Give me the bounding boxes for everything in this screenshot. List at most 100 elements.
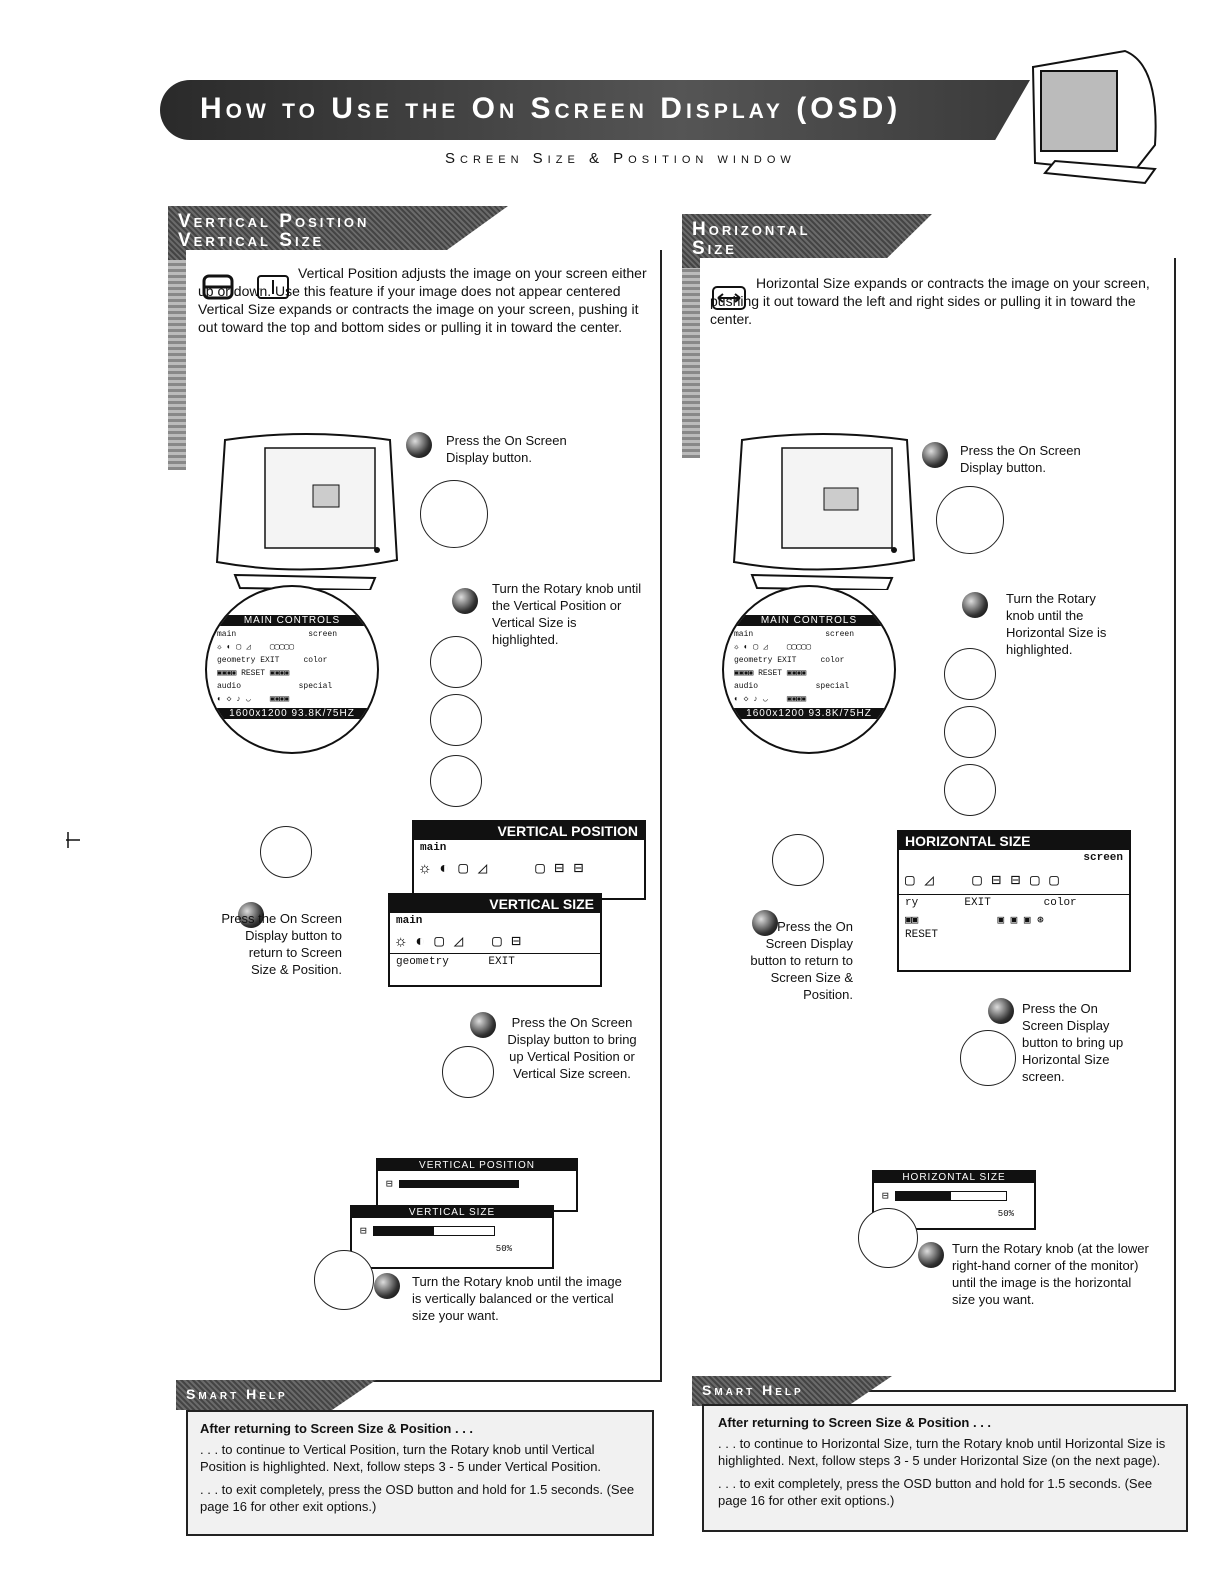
osd-geometry-label: geometry: [396, 956, 449, 968]
tab-line-2: Vertical Size: [178, 230, 325, 251]
page-title: How to Use the On Screen Display (OSD): [200, 92, 902, 125]
osd-title-hsize: HORIZONTAL SIZE: [899, 832, 1129, 850]
left-intro: Vertical Position adjusts the image on y…: [198, 265, 647, 335]
slider-horizontal-size: HORIZONTAL SIZE ⊟ 50%: [872, 1170, 1036, 1230]
mini-reset: RESET: [241, 669, 266, 678]
page-subtitle: Screen Size & Position window: [445, 150, 796, 167]
right-mini-osd-lens: MAIN CONTROLS main screen ☼ ◐ ▢ ◿ ▢▢▢▢▢ …: [722, 585, 896, 754]
horizontal-size-icon: [712, 286, 746, 310]
left-monitor: [205, 430, 405, 592]
mini-geometry: geometry: [217, 656, 256, 665]
osd-horizontal-size: HORIZONTAL SIZE screen ▢ ◿ ▢ ⊟ ⊟ ▢ ▢ ry …: [897, 830, 1131, 972]
r-knob-turn-1: [944, 648, 996, 700]
step-2-bullet: [452, 588, 478, 614]
right-step-2: Turn the Rotary knob until the Horizonta…: [1006, 591, 1107, 657]
mini-main: main: [734, 630, 754, 639]
monitor-illustration: [1025, 45, 1165, 195]
knob-turn-1: [430, 636, 482, 688]
osd-exit-label: EXIT: [488, 956, 515, 968]
left-step-2: Turn the Rotary knob until the Vertical …: [492, 581, 642, 647]
osd-color-label: color: [1043, 897, 1077, 909]
mini-audio: audio: [734, 682, 759, 691]
smart-help-tab-right: Smart Help: [692, 1376, 892, 1406]
r-step-1-bullet: [922, 442, 948, 468]
right-step-1: Press the On Screen Display button.: [960, 443, 1081, 475]
left-step-4: Turn the Rotary knob until the image is …: [412, 1274, 622, 1323]
mini-osd-grid: main screen ☼ ◐ ▢ ◿ ▢▢▢▢▢ geometry EXIT …: [217, 630, 338, 704]
tab-line-1: Vertical Position: [178, 211, 370, 232]
mini-exit: EXIT: [777, 656, 797, 665]
knob-turn-3: [430, 755, 482, 807]
smart-right-heading: After returning to Screen Size & Positio…: [718, 1415, 992, 1430]
r-step-5-bullet: [752, 910, 778, 936]
knob-turn-final-left: [314, 1250, 374, 1310]
knob-press-left: [260, 826, 312, 878]
mini-osd-grid: main screen ☼ ◐ ▢ ◿ ▢▢▢▢▢ geometry EXIT …: [734, 630, 855, 704]
r-step-2-bullet: [962, 592, 988, 618]
osd-main-label: main: [420, 842, 447, 854]
smart-left-p2: . . . to exit completely, press the OSD …: [200, 1482, 635, 1514]
zoom-circle-knob-right: [936, 486, 1004, 554]
osd-title-vsize: VERTICAL SIZE: [390, 895, 600, 913]
slider-vsize-title: VERTICAL SIZE: [352, 1207, 552, 1218]
mini-osd-footer: 1600x1200 93.8K/75HZ: [207, 708, 377, 719]
mini-reset: RESET: [758, 669, 783, 678]
mini-screen: screen: [308, 630, 338, 639]
smart-left-p1: . . . to continue to Vertical Position, …: [200, 1442, 602, 1474]
smart-left-heading: After returning to Screen Size & Positio…: [200, 1421, 474, 1436]
mini-exit: EXIT: [260, 656, 280, 665]
r-knob-press-2: [960, 1030, 1016, 1086]
osd-title-vpos: VERTICAL POSITION: [414, 822, 644, 840]
slider-hsize-track: ⊟: [874, 1183, 1034, 1209]
smart-help-tab-left: Smart Help: [176, 1380, 376, 1410]
mini-special: special: [298, 682, 333, 691]
title-banner: [160, 80, 1030, 140]
osd-reset-label: RESET: [905, 929, 939, 941]
smart-help-left: After returning to Screen Size & Positio…: [186, 1410, 654, 1536]
smart-help-right: After returning to Screen Size & Positio…: [702, 1404, 1188, 1532]
left-step-3: Press the On Screen Display button to br…: [507, 1015, 637, 1081]
step-5-bullet: [238, 902, 264, 928]
osd-main-label-2: main: [396, 915, 423, 927]
mini-color: color: [820, 656, 845, 665]
osd-vertical-position: VERTICAL POSITION main ☼ ◐ ▢ ◿ ▢ ⊟ ⊟: [412, 820, 646, 900]
mini-geometry: geometry: [734, 656, 773, 665]
r-knob-turn-3: [944, 764, 996, 816]
mini-osd-title: MAIN CONTROLS: [207, 615, 377, 626]
right-monitor: [722, 430, 922, 592]
step-4-bullet: [374, 1273, 400, 1299]
margin-mark: [64, 830, 82, 850]
r-step-3-bullet: [988, 998, 1014, 1024]
osd-exit-label: EXIT: [964, 897, 991, 909]
mini-screen: screen: [825, 630, 855, 639]
step-1-bullet: [406, 432, 432, 458]
smart-right-p1: . . . to continue to Horizontal Size, tu…: [718, 1436, 1166, 1468]
tab-line-1: Horizontal: [692, 219, 811, 240]
tab-line-2: Size: [692, 238, 737, 259]
left-step-1: Press the On Screen Display button.: [446, 433, 567, 465]
smart-right-p2: . . . to exit completely, press the OSD …: [718, 1476, 1153, 1508]
right-step-5: Press the On Screen Display button to re…: [750, 919, 853, 1002]
step-3-bullet: [470, 1012, 496, 1038]
mini-audio: audio: [217, 682, 242, 691]
slider-vpos-title: VERTICAL POSITION: [378, 1160, 576, 1171]
right-step-3: Press the On Screen Display button to br…: [1022, 1001, 1124, 1084]
vertical-position-icons: [202, 272, 292, 302]
mini-osd-title: MAIN CONTROLS: [724, 615, 894, 626]
left-step-5: Press the On Screen Display button to re…: [221, 911, 342, 977]
left-shade-edge: [168, 250, 188, 470]
right-intro: Horizontal Size expands or contracts the…: [710, 275, 1150, 327]
slider-vsize-pct: 50%: [495, 1244, 512, 1254]
r-step-4-bullet: [918, 1242, 944, 1268]
knob-press-left-2: [442, 1046, 494, 1098]
r-knob-turn-final: [858, 1208, 918, 1268]
slider-vertical-position: VERTICAL POSITION ⊟: [376, 1158, 578, 1212]
knob-turn-2: [430, 694, 482, 746]
slider-hsize-title: HORIZONTAL SIZE: [874, 1172, 1034, 1183]
right-shade-edge: [682, 258, 702, 458]
osd-vertical-size: VERTICAL SIZE main ☼ ◐ ▢ ◿ ▢ ⊟ geometry …: [388, 893, 602, 987]
mini-color: color: [303, 656, 328, 665]
osd-ry-label: ry: [905, 897, 919, 909]
mini-main: main: [217, 630, 237, 639]
right-step-4: Turn the Rotary knob (at the lower right…: [952, 1241, 1149, 1307]
